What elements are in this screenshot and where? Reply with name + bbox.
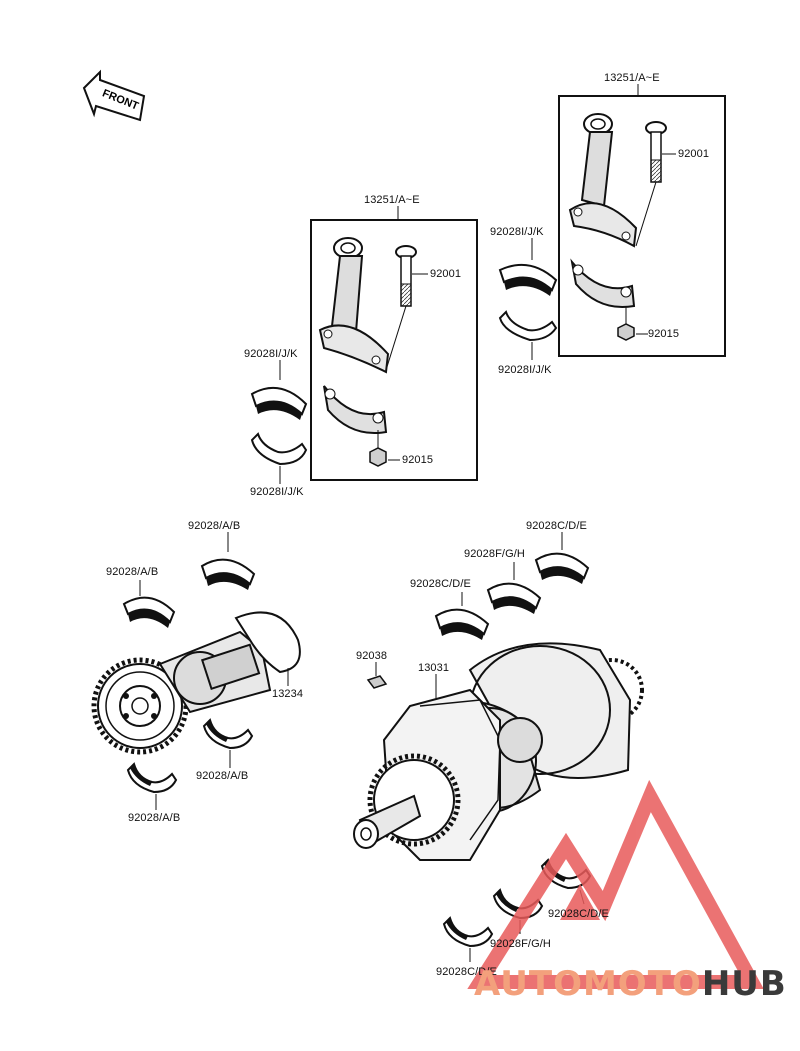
bolt-mid-icon bbox=[385, 245, 417, 371]
conrod-top-icon bbox=[568, 113, 638, 248]
label-92015-top: 92015 bbox=[648, 328, 680, 340]
bearing-shells-mid-left bbox=[250, 360, 308, 484]
watermark-part1: AUTOMOTO bbox=[474, 964, 702, 1004]
label-92028cde-3: 92028C/D/E bbox=[548, 908, 609, 920]
balancer-shaft-icon bbox=[91, 611, 301, 755]
conrod-cap-mid-icon bbox=[323, 385, 388, 434]
conrod-mid-icon bbox=[318, 237, 390, 374]
label-92015-mid: 92015 bbox=[402, 454, 434, 466]
label-13251-top: 13251/A~E bbox=[604, 72, 660, 84]
watermark-text: AUTOMOTOHUB bbox=[474, 964, 787, 1004]
label-92028fgh-2: 92028F/G/H bbox=[490, 938, 551, 950]
balancer-bearing-shells bbox=[122, 532, 256, 810]
watermark-part2: HUB bbox=[701, 964, 787, 1004]
conrod-assembly-top bbox=[558, 84, 726, 357]
key-icon bbox=[366, 662, 388, 689]
label-92028ijk-top-upper: 92028I/J/K bbox=[490, 226, 544, 238]
label-92028ab-3: 92028/A/B bbox=[196, 770, 249, 782]
nut-mid-icon bbox=[369, 430, 387, 467]
label-92028ijk-top-lower: 92028I/J/K bbox=[498, 364, 552, 376]
label-92028ab-2: 92028/A/B bbox=[106, 566, 159, 578]
label-92028cde-1: 92028C/D/E bbox=[526, 520, 587, 532]
label-92038: 92038 bbox=[356, 650, 388, 662]
label-92001-top: 92001 bbox=[678, 148, 710, 160]
label-13251-mid: 13251/A~E bbox=[364, 194, 420, 206]
nut-top-icon bbox=[617, 306, 635, 341]
label-92001-mid: 92001 bbox=[430, 268, 462, 280]
label-92028ijk-mid-upper: 92028I/J/K bbox=[244, 348, 298, 360]
label-92028ab-4: 92028/A/B bbox=[128, 812, 181, 824]
label-13234: 13234 bbox=[272, 688, 304, 700]
conrod-cap-top-icon bbox=[570, 258, 636, 308]
bearing-shells-top-right bbox=[498, 238, 558, 360]
bolt-top-icon bbox=[635, 121, 667, 247]
label-92028fgh-1: 92028F/G/H bbox=[464, 548, 525, 560]
label-13031: 13031 bbox=[418, 662, 450, 674]
watermark-logo-icon bbox=[467, 779, 764, 989]
front-arrow-icon: FRONT bbox=[82, 69, 146, 122]
label-92028cde-2: 92028C/D/E bbox=[410, 578, 471, 590]
crankshaft-icon bbox=[353, 642, 644, 861]
main-bearing-shells-upper bbox=[434, 532, 590, 640]
label-92028ab-1: 92028/A/B bbox=[188, 520, 241, 532]
label-92028cde-4: 92028C/D/E bbox=[436, 966, 497, 978]
balancer-gear-icon bbox=[91, 657, 189, 755]
conrod-assembly-mid bbox=[310, 206, 478, 481]
label-92028ijk-mid-lower: 92028I/J/K bbox=[250, 486, 304, 498]
